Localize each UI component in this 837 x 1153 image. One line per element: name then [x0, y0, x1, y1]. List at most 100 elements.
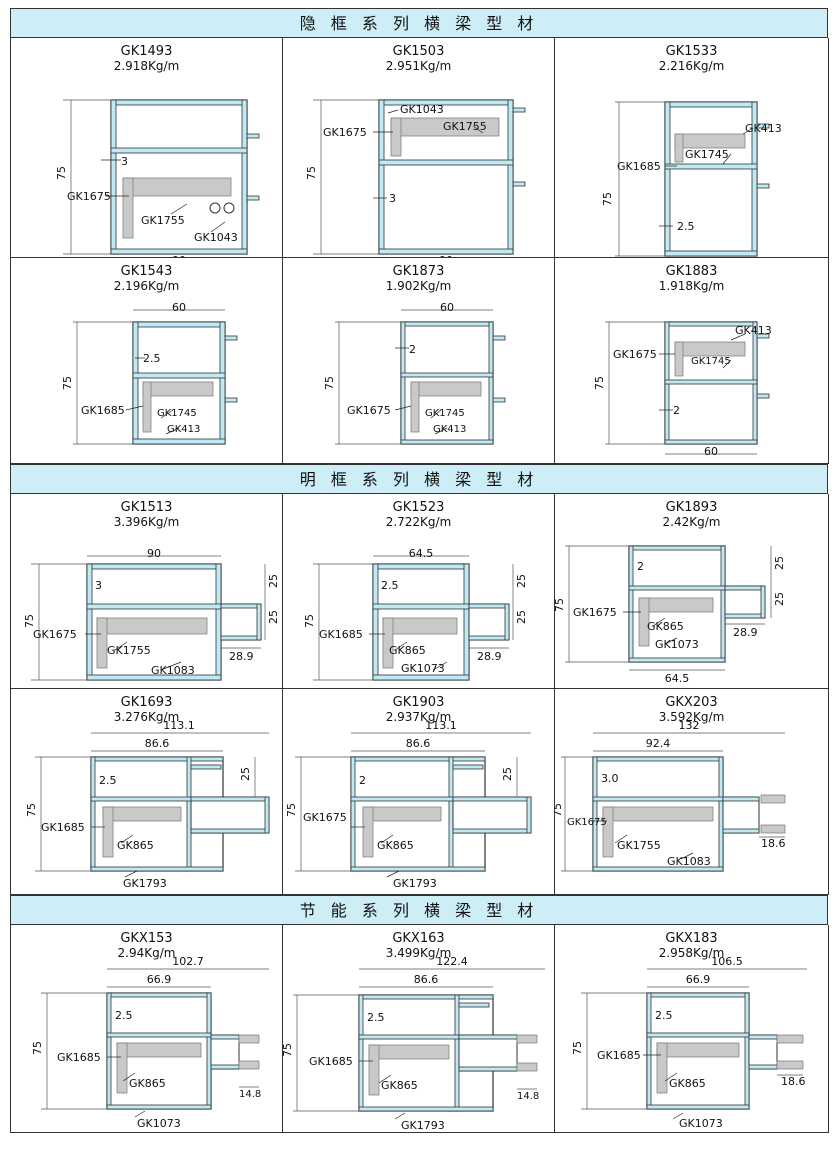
profile-wall [372, 563, 470, 570]
dimension-text: 2.5 [677, 220, 695, 233]
glazing-strip [674, 341, 746, 357]
profile-code: GK1873 [392, 264, 445, 279]
profile-wall [664, 379, 758, 385]
outer-chamber [724, 585, 766, 619]
profile-wall [748, 1064, 778, 1070]
profile-wall [724, 585, 766, 591]
profile-code: GK1693 [120, 695, 173, 710]
profile-wall [504, 603, 510, 641]
glazing-strip [362, 806, 374, 858]
profile-wall [664, 101, 758, 108]
profile-wall [760, 585, 766, 619]
profile-wall [86, 563, 222, 570]
leader-line [114, 641, 128, 651]
profile-code: GK1523 [392, 500, 445, 515]
leader-line [652, 617, 666, 627]
dimension-text: 75 [285, 803, 298, 817]
part-label: GK1745 [157, 408, 197, 419]
profile-hook [452, 764, 484, 770]
part-label: GK1685 [81, 404, 125, 417]
dimension-text: 75 [555, 598, 566, 612]
dimension-text: 2 [637, 560, 644, 573]
profile-code: GK1903 [392, 695, 445, 710]
dimension-text: 60 [704, 445, 718, 458]
part-label: GK865 [377, 839, 414, 852]
leader-line [722, 359, 732, 369]
dimension-text: 86.6 [145, 737, 170, 750]
dimension-text: 2 [409, 343, 416, 356]
profile-wall [468, 603, 510, 609]
thermal-break-strip [776, 1060, 804, 1070]
dimension-text: 14.8 [517, 1091, 539, 1102]
part-label: GK1755 [617, 839, 661, 852]
glazing-strip [122, 177, 134, 239]
profile-wall [219, 321, 226, 445]
section-header-visible-frame: 明 框 系 列 横 梁 型 材 [10, 464, 828, 494]
profile-drawing: 122.4 86.6 2.5 75 14.8 GK1685 GK865 GK17… [283, 955, 545, 1132]
dimension-text: 25 [267, 610, 280, 624]
thermal-break-strip [238, 1060, 260, 1070]
leader-line [394, 641, 408, 651]
profile-code: GK1883 [665, 264, 718, 279]
profile-weight: 2.94Kg/m [117, 946, 176, 960]
leader-line [122, 1072, 136, 1082]
part-label: GK1755 [107, 644, 151, 657]
profile-card-gk1693: GK1693 3.276Kg/m [11, 689, 283, 895]
glazing-strip [674, 133, 746, 149]
dimension-text: 2.5 [143, 352, 161, 365]
profile-weight: 2.722Kg/m [385, 515, 452, 529]
dimension-text: 2 [359, 774, 366, 787]
profile-hook [458, 1002, 490, 1008]
glazing-strip [656, 1042, 740, 1058]
profile-weight: 3.499Kg/m [385, 946, 452, 960]
dimension-text: 75 [283, 1043, 294, 1057]
glazing-strip [390, 117, 402, 157]
profile-card-gk1523: GK1523 2.722Kg/m [283, 494, 555, 689]
profile-wall [186, 756, 192, 872]
glazing-strip [116, 1042, 202, 1058]
dimension-text: 75 [305, 166, 318, 180]
profile-wall [106, 992, 112, 1110]
glazing-strip [602, 806, 714, 822]
profile-wall [452, 796, 532, 802]
glazing-strip [674, 133, 684, 163]
part-label: GK1793 [123, 877, 167, 890]
profile-weight: 1.902Kg/m [385, 279, 452, 293]
part-label: GK1073 [655, 638, 699, 651]
profile-card-gkx163: GKX163 3.499Kg/m [283, 925, 555, 1133]
leader-line [160, 409, 174, 419]
glazing-strip [602, 806, 614, 858]
profile-drawing: 90 3 75 25 25 28.9 GK1675 GK1755 GK1083 [23, 547, 280, 681]
dimension-text: 3 [121, 155, 128, 168]
profile-wall [488, 321, 494, 445]
profile-wall [86, 603, 222, 610]
part-label: GK1745 [425, 408, 465, 419]
leader-line [730, 333, 746, 341]
dimension-text: 75 [593, 376, 606, 390]
dimension-text: 64.5 [409, 547, 434, 560]
profile-wall [592, 756, 724, 762]
dimension-text: 75 [55, 166, 68, 180]
profile-wall [646, 1032, 750, 1038]
dimension-text: 25 [267, 574, 280, 588]
profile-wall [350, 756, 486, 762]
profile-wall [400, 372, 494, 378]
profile-wall [90, 756, 224, 762]
leader-line [125, 405, 144, 411]
profile-hook [756, 183, 770, 189]
profile-wall [628, 657, 726, 663]
glazing-strip [142, 381, 214, 397]
dimension-text: 75 [25, 803, 38, 817]
dimension-text: 64.5 [665, 672, 690, 685]
part-label: GK1685 [617, 160, 661, 173]
part-label: GK1675 [573, 606, 617, 619]
profile-wall [722, 796, 760, 802]
dimension-text: 3.0 [601, 772, 619, 785]
profile-wall [358, 994, 494, 1000]
profile-wall [190, 828, 270, 834]
glazing-strip [102, 806, 182, 822]
dimension-text: 28.9 [733, 626, 758, 639]
profile-wall [106, 1104, 212, 1110]
profile-drawing: 60 2 75 GK1675 GK1745 GK413 [323, 301, 506, 445]
glazing-strip [368, 1044, 380, 1096]
